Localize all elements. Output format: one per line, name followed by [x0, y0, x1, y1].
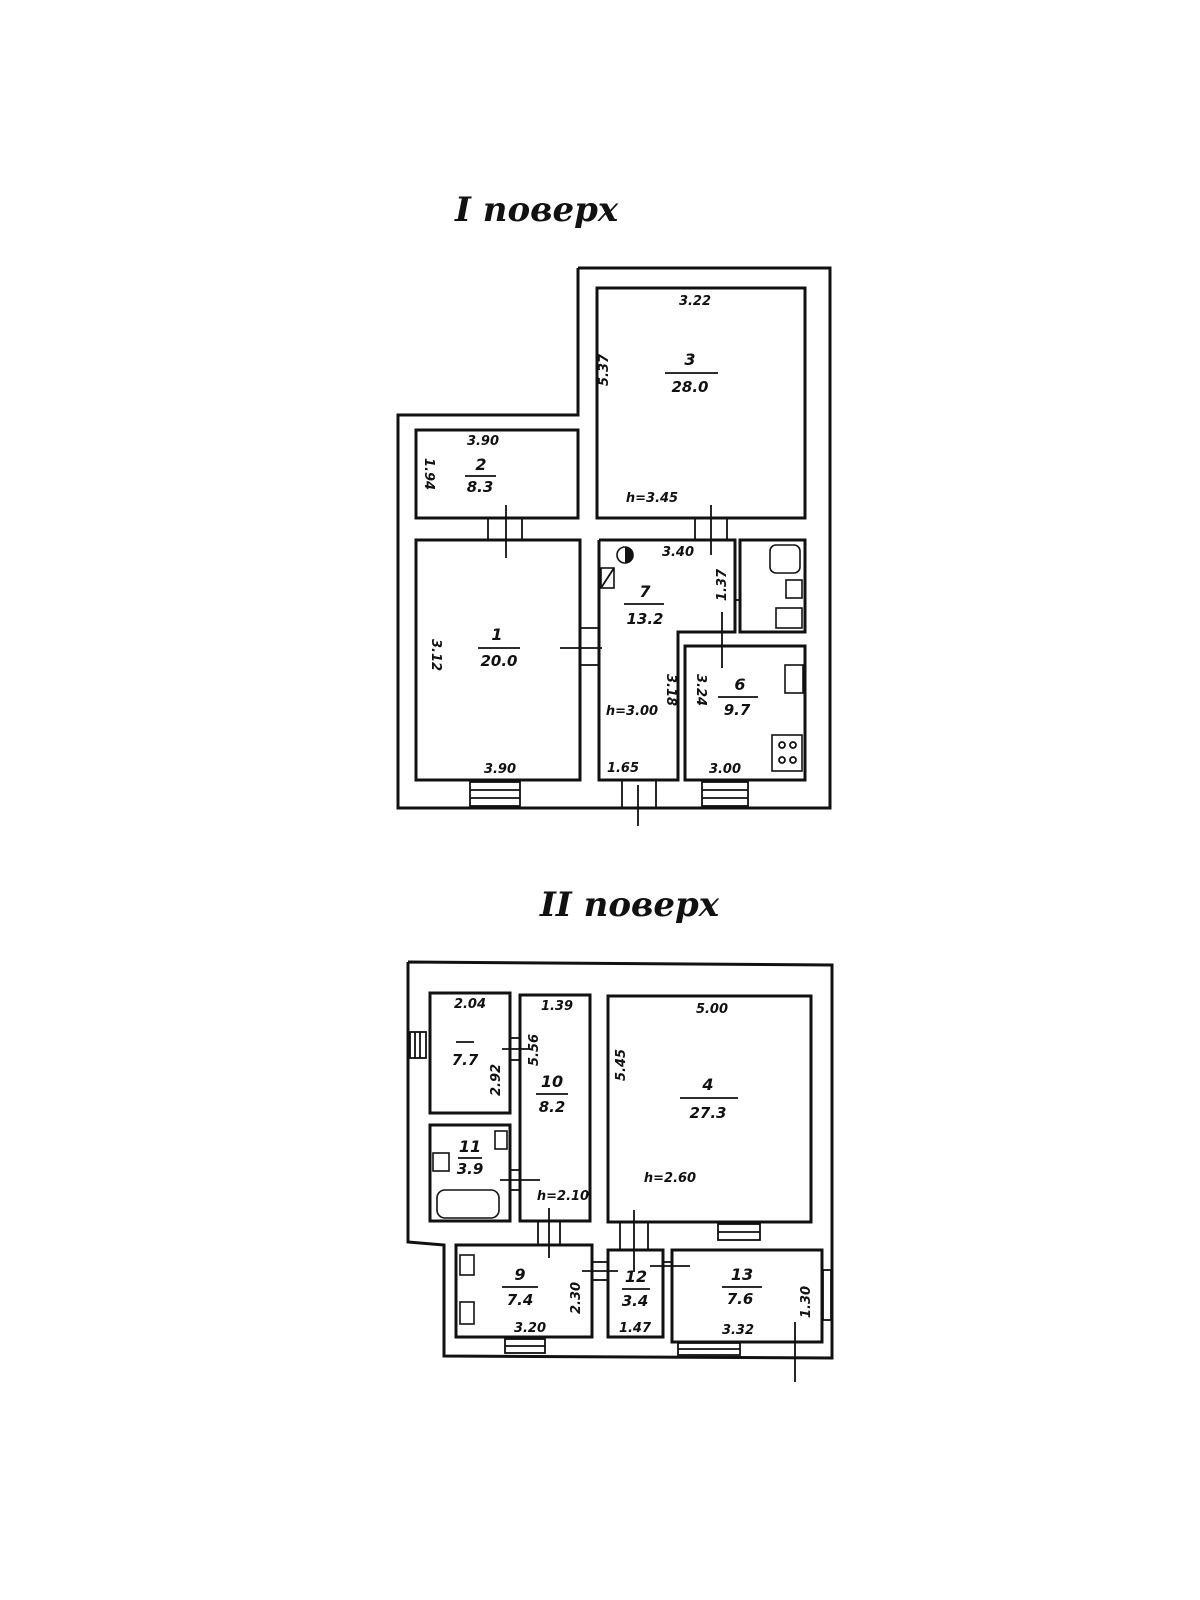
room-10-area: 8.2	[539, 1098, 566, 1116]
room-2-number: 2	[475, 455, 486, 474]
floor-2-windows	[409, 1031, 832, 1356]
room-1-length: 3.12	[428, 639, 443, 671]
room-13-area: 7.6	[727, 1290, 754, 1308]
sink-icon	[459, 1254, 475, 1276]
floor-1-plan: 1 20.0 3.90 3.12 3.90 1.94 2 8.3 3.22 5.…	[396, 266, 832, 826]
bathroom-walls	[738, 538, 807, 634]
room-9-width: 3.20	[514, 1321, 546, 1336]
room-4-number: 4	[701, 1075, 713, 1094]
room-13-walls	[670, 1248, 824, 1344]
room-6-depth: 3.24	[693, 674, 708, 706]
toilet-icon	[785, 579, 803, 599]
room-1-walls	[414, 538, 582, 782]
room-3-number: 3	[684, 350, 695, 369]
room-7-walls	[597, 538, 737, 782]
room-7-length: 3.18	[663, 674, 678, 706]
floor-1-title: I поверх	[455, 190, 619, 230]
room-7-number: 7	[639, 582, 651, 601]
room-6-area: 9.7	[724, 701, 751, 719]
room-12-area: 3.4	[622, 1292, 649, 1310]
floor-2-doors	[500, 1037, 796, 1382]
room-6-walls	[683, 644, 807, 782]
room-6-number: 6	[734, 675, 745, 694]
room-6-width: 3.00	[709, 762, 741, 777]
room-11-walls	[428, 1123, 512, 1223]
room-9-number: 9	[514, 1265, 525, 1284]
room-7-7-walls	[428, 991, 512, 1115]
room-10-height: h=2.10	[537, 1189, 589, 1204]
floor-1-outer-wall	[396, 266, 832, 810]
room-10-number: 10	[541, 1072, 563, 1091]
room-3-length: 5.37	[597, 353, 612, 386]
room-3-area: 28.0	[671, 378, 708, 396]
room-2-depth: 1.94	[421, 458, 436, 490]
room-3-width: 3.22	[679, 294, 711, 309]
floor-2-outer-wall	[406, 960, 834, 1360]
room-11-number: 11	[459, 1137, 481, 1156]
room-1-area: 20.0	[480, 652, 517, 670]
room-10-length: 5.56	[527, 1034, 542, 1066]
room-7-7-area: 7.7	[452, 1051, 479, 1069]
room-1-width-top: 3.90	[484, 762, 516, 777]
room-4-length: 5.45	[614, 1049, 629, 1081]
room-9-area: 7.4	[507, 1291, 534, 1309]
floor-2-title: II поверх	[540, 885, 720, 925]
room-9-walls	[454, 1243, 594, 1339]
bathtub-icon	[769, 544, 801, 574]
room-7-7-depth: 2.92	[489, 1064, 504, 1096]
room-3-height: h=3.45	[626, 491, 678, 506]
floor-1-windows	[469, 781, 749, 807]
stove-icon	[459, 1301, 475, 1325]
room-4-height: h=2.60	[644, 1171, 696, 1186]
room-13-width: 3.32	[722, 1323, 754, 1338]
room-7-height: h=3.00	[606, 704, 658, 719]
room-4-walls	[606, 994, 813, 1224]
room-12-width: 1.47	[619, 1321, 652, 1336]
room-4-area: 27.3	[689, 1104, 726, 1122]
room-2-width: 3.90	[467, 434, 499, 449]
room-12-walls	[606, 1248, 665, 1339]
floor-2-plan: 2.04 7.7 2.92 1.39 5.56 10 8.2 h=2.10 11…	[406, 960, 834, 1382]
kitchen-stove-icon	[771, 734, 803, 772]
room-9-depth: 2.30	[569, 1282, 584, 1314]
washbasin-icon	[775, 607, 803, 629]
bathtub-icon	[436, 1189, 500, 1219]
room-10-width: 1.39	[541, 999, 573, 1014]
room-7-side: 1.37	[715, 568, 730, 601]
sink-icon	[784, 664, 804, 694]
room-11-area: 3.9	[457, 1160, 484, 1178]
toilet-icon	[432, 1152, 450, 1172]
room-10-walls	[518, 993, 592, 1223]
room-7-width: 3.40	[662, 545, 694, 560]
room-12-number: 12	[625, 1267, 647, 1286]
room-7-area: 13.2	[626, 610, 663, 628]
room-7-bottom: 1.65	[607, 761, 639, 776]
room-3-walls	[595, 286, 807, 520]
floor-1-fixtures	[600, 544, 804, 772]
room-1-number: 1	[491, 625, 502, 644]
washbasin-icon	[494, 1130, 508, 1150]
room-2-area: 8.3	[467, 478, 494, 496]
room-13-depth: 1.30	[799, 1286, 814, 1318]
room-4-width: 5.00	[696, 1002, 728, 1017]
floor-1-doors	[487, 505, 740, 826]
room-7-7-width: 2.04	[454, 997, 486, 1012]
room-2-walls	[414, 428, 580, 520]
floor-2-fixtures	[432, 1130, 508, 1325]
room-13-number: 13	[731, 1265, 753, 1284]
